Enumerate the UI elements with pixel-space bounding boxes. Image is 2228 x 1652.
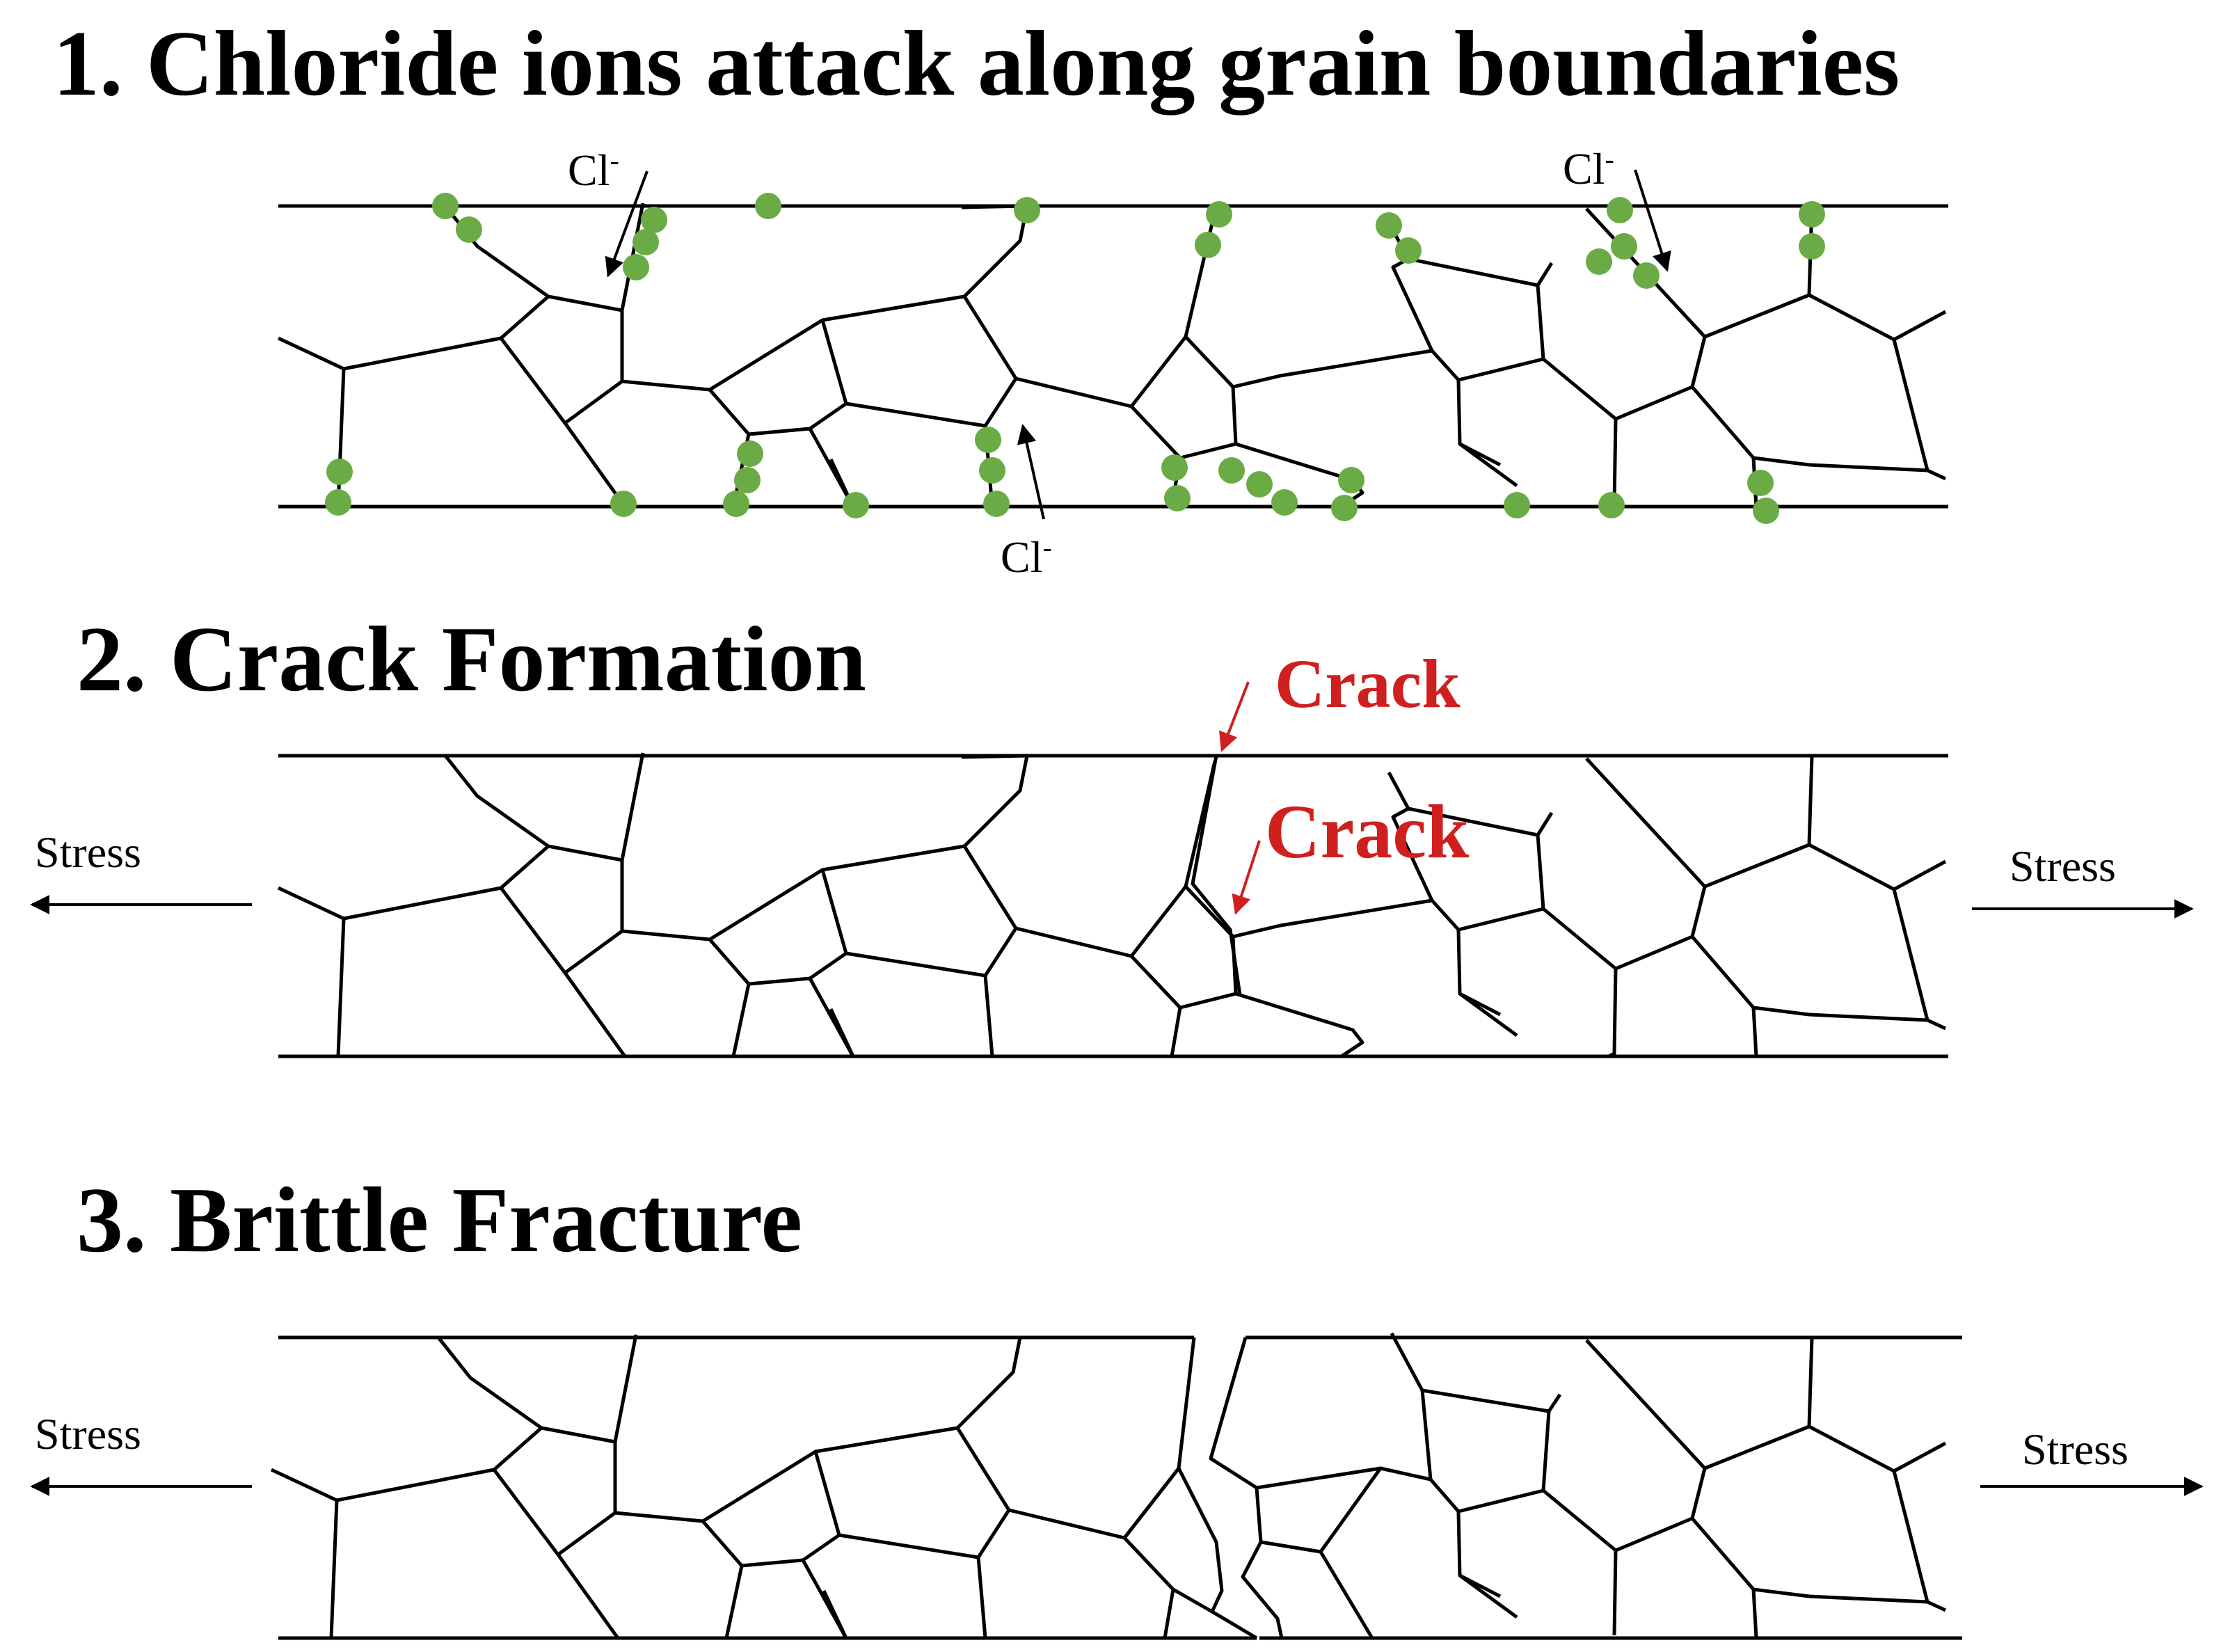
chloride-ion-dot bbox=[975, 427, 1001, 453]
panel-1-microstructure: Cl- Cl- Cl- bbox=[278, 143, 1948, 582]
chloride-ion-dot bbox=[1331, 495, 1358, 521]
chloride-ion-dot bbox=[1586, 248, 1612, 275]
left-fragment bbox=[270, 1334, 1258, 1640]
chloride-ion-dot bbox=[1338, 467, 1364, 493]
chloride-ion-dot bbox=[1633, 262, 1660, 289]
panel-3-brittle-fracture: Stress Stress bbox=[30, 1332, 2204, 1640]
right-fragment bbox=[1209, 1332, 1962, 1640]
chloride-ion-dot bbox=[1753, 498, 1779, 524]
panel2-grain-boundaries bbox=[278, 753, 1945, 1056]
chloride-ion-dot bbox=[1611, 233, 1637, 260]
panel-2-crack-formation: Crack Crack Stress Stress bbox=[30, 645, 2194, 1058]
chloride-ion-dot bbox=[1164, 485, 1191, 511]
chloride-ion-dot bbox=[1218, 457, 1245, 484]
chloride-arrow-2 bbox=[1634, 169, 1671, 272]
chloride-ion-dot bbox=[723, 491, 749, 517]
chloride-ion-dot bbox=[1607, 197, 1633, 223]
step1-heading: 1. Chloride ions attack along grain boun… bbox=[53, 12, 1900, 115]
chloride-ion-dot bbox=[326, 459, 353, 485]
crack-arrow-1 bbox=[1219, 681, 1250, 752]
crack-arrow-2 bbox=[1232, 840, 1261, 915]
chloride-ion-dot bbox=[641, 207, 667, 233]
chloride-ion-dot bbox=[1598, 492, 1625, 518]
chloride-ion-dot bbox=[632, 229, 659, 255]
chloride-ion-dot bbox=[1014, 197, 1040, 223]
chloride-ion-dot bbox=[983, 491, 1010, 517]
chloride-ion-dot bbox=[1799, 201, 1825, 228]
stress-label-left-3: Stress bbox=[35, 1409, 141, 1459]
chloride-ion-dot bbox=[1395, 237, 1422, 264]
chloride-ion-dot bbox=[737, 440, 763, 467]
chloride-ion-dot bbox=[1246, 471, 1273, 498]
chloride-arrow-3 bbox=[1017, 424, 1045, 520]
chloride-ion-dots bbox=[325, 193, 1825, 524]
chloride-ion-dot bbox=[1747, 470, 1774, 496]
chloride-ion-dot bbox=[979, 457, 1005, 484]
step3-heading: 3. Brittle Fracture bbox=[77, 1168, 803, 1271]
chloride-ion-dot bbox=[1271, 489, 1298, 516]
chloride-arrow-1 bbox=[605, 170, 648, 278]
chloride-ion-dot bbox=[843, 492, 869, 518]
chloride-ion-dot bbox=[755, 193, 781, 219]
chloride-ion-dot bbox=[1799, 233, 1825, 260]
crack-label-1: Crack bbox=[1275, 645, 1461, 722]
chloride-ion-dot bbox=[734, 467, 761, 493]
chloride-ion-dot bbox=[1161, 454, 1188, 481]
chloride-label-2: Cl- bbox=[1563, 143, 1614, 193]
chloride-ion-dot bbox=[1504, 492, 1530, 518]
chloride-label-1: Cl- bbox=[568, 145, 619, 195]
chloride-ion-dot bbox=[623, 254, 649, 280]
step2-heading: 2. Crack Formation bbox=[77, 607, 867, 710]
crack-label-2: Crack bbox=[1265, 789, 1470, 874]
chloride-label-3: Cl- bbox=[1001, 532, 1052, 582]
chloride-ion-dot bbox=[1206, 201, 1232, 228]
chloride-ion-dot bbox=[610, 491, 637, 517]
chloride-ion-dot bbox=[325, 489, 351, 516]
chloride-ion-dot bbox=[432, 193, 459, 219]
panel1-grain-boundaries bbox=[278, 203, 1945, 507]
chloride-ion-dot bbox=[1376, 212, 1402, 239]
crack-path bbox=[1191, 755, 1242, 996]
stress-label-left-2: Stress bbox=[35, 827, 141, 877]
stress-label-right-2: Stress bbox=[2010, 841, 2116, 891]
chloride-ion-dot bbox=[1195, 232, 1221, 258]
stress-label-right-3: Stress bbox=[2022, 1424, 2128, 1474]
chloride-ion-dot bbox=[456, 216, 482, 243]
